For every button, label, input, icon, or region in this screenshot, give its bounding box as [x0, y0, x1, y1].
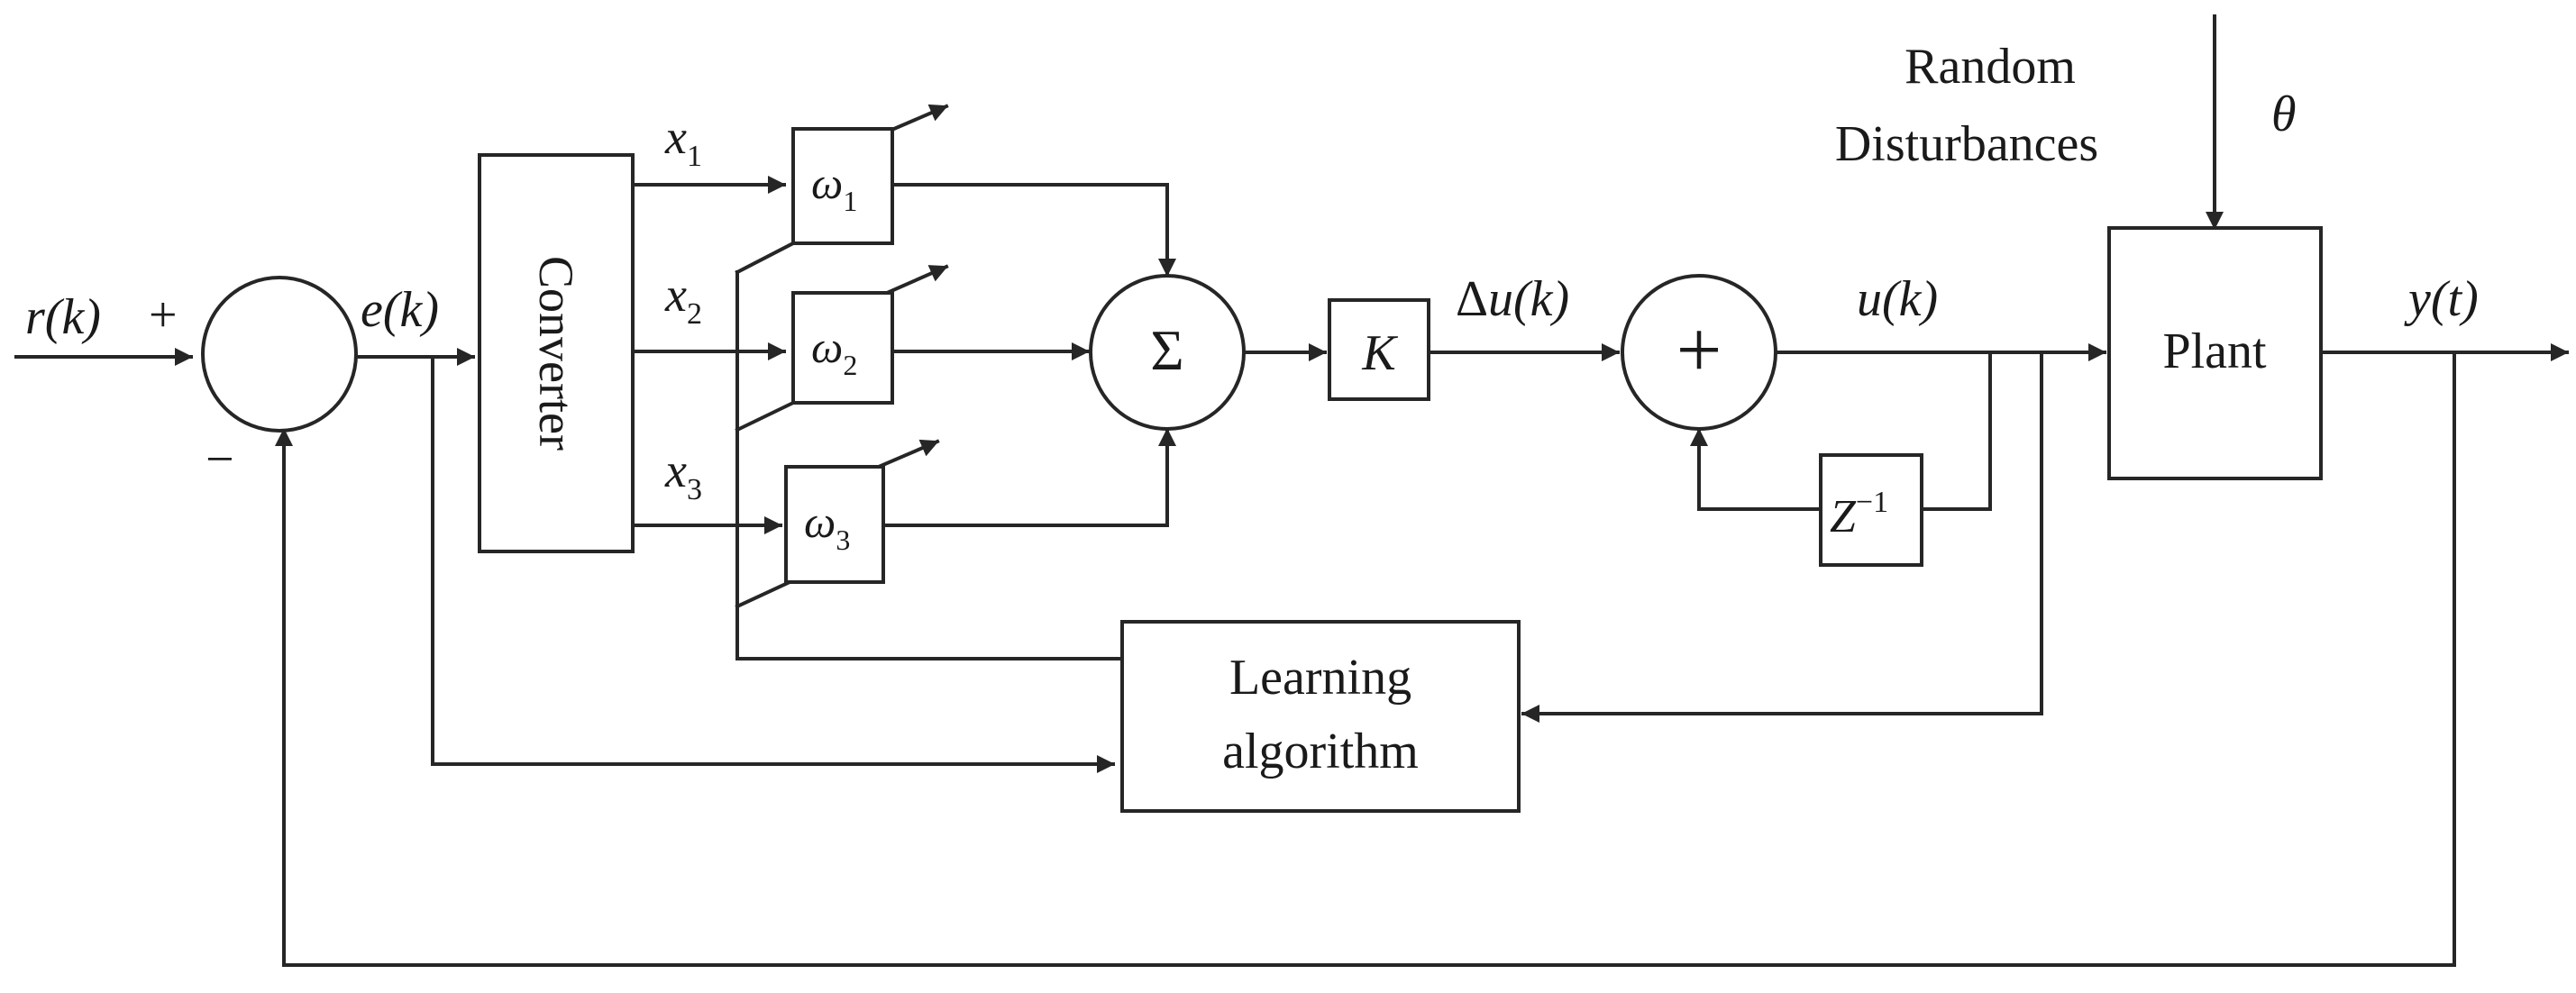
error-label: e(k) — [361, 282, 439, 338]
converter-label: Converter — [529, 256, 583, 451]
w1-to-sum-wire — [891, 183, 1176, 277]
weight-2-block — [791, 291, 894, 405]
plant-block — [2107, 226, 2323, 480]
gain-label: K — [1361, 325, 1398, 381]
plant-label: Plant — [2162, 323, 2267, 379]
disturbance-label-line1: Random — [1905, 39, 2076, 95]
comparator-junction — [201, 276, 358, 433]
summation-junction — [1089, 274, 1246, 431]
outer-feedback-wire — [275, 351, 2456, 967]
disturbance-label-line2: Disturbances — [1835, 116, 2098, 172]
weight-2-label: ω2 — [811, 322, 857, 381]
x3-label: x3 — [664, 443, 702, 506]
adapt-w1-line — [735, 241, 796, 275]
minus-sign: − — [206, 432, 234, 487]
x2-label: x2 — [664, 268, 702, 331]
reference-input-label: r(k) — [25, 289, 101, 345]
control-signal-label: u(k) — [1857, 271, 1938, 327]
delay-label: Z−1 — [1830, 486, 1888, 542]
adder-symbol: + — [1676, 305, 1722, 395]
weight-1-block — [791, 127, 894, 245]
control-to-learning-wire — [1521, 351, 2043, 723]
delay-to-adder-wire — [1690, 428, 1822, 511]
gain-block — [1328, 298, 1430, 401]
learning-algorithm-block — [1120, 620, 1521, 813]
delay-feedback-wire — [1920, 351, 1992, 511]
theta-symbol: θ — [2271, 87, 2297, 142]
weight-3-label: ω3 — [804, 496, 850, 556]
plus-sign: + — [149, 287, 178, 343]
adder-junction — [1621, 274, 1777, 431]
summation-symbol: Σ — [1150, 318, 1183, 382]
converter-block — [478, 153, 635, 553]
adapt-w3-line — [735, 579, 792, 609]
x1-label: x1 — [664, 110, 702, 173]
learning-label-line2: algorithm — [1222, 724, 1419, 779]
adaptation-bus — [735, 270, 1124, 660]
adapt-w2-line — [735, 400, 796, 433]
weight-3-block — [784, 465, 885, 584]
w3-to-sum-wire — [882, 428, 1176, 527]
weight-1-label: ω1 — [811, 158, 857, 217]
output-label: y(t) — [2404, 271, 2479, 327]
error-to-learning-wire — [431, 355, 1115, 773]
learning-label-line1: Learning — [1229, 650, 1411, 706]
delay-block — [1819, 453, 1923, 567]
delta-u-label: Δu(k) — [1456, 271, 1569, 327]
